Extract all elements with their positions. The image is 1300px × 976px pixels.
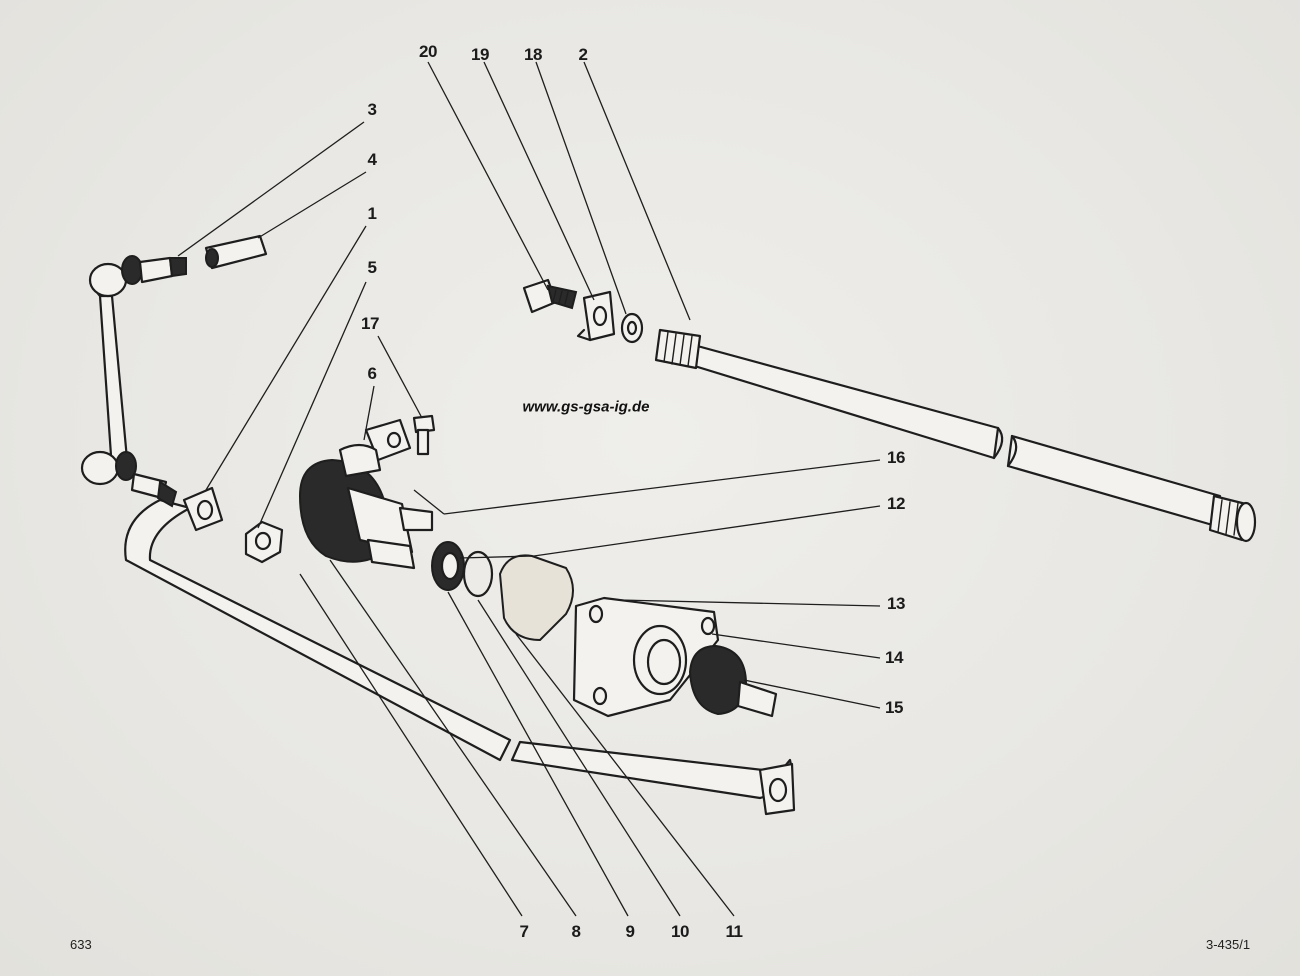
rubber-bushing-11 (498, 554, 574, 642)
callout-6: 6 (367, 364, 377, 383)
leader-lines (177, 61, 881, 917)
retaining-ring-10 (462, 550, 494, 598)
callout-5: 5 (367, 258, 377, 277)
callout-7: 7 (519, 922, 529, 941)
callout-3: 3 (367, 100, 377, 119)
callout-1: 1 (367, 204, 377, 223)
callout-14: 14 (885, 648, 903, 667)
callout-18: 18 (524, 45, 542, 64)
callout-13: 13 (887, 594, 905, 613)
stabiliser-bar (124, 498, 796, 816)
bearing-housing-6 (298, 418, 434, 570)
callout-16: 16 (887, 448, 905, 467)
callout-19: 19 (471, 45, 489, 64)
bolt-20 (522, 278, 578, 314)
watermark-url: www.gs-gsa-ig.de (522, 398, 650, 416)
figure-reference: 3-435/1 (1206, 937, 1251, 952)
callout-4: 4 (367, 150, 377, 169)
callout-12: 12 (887, 494, 905, 513)
callout-9: 9 (625, 922, 635, 941)
callout-10: 10 (671, 922, 689, 941)
callout-20: 20 (419, 42, 437, 61)
flange-housing-13-14 (572, 596, 720, 718)
callout-17: 17 (361, 314, 379, 333)
callout-15: 15 (885, 698, 903, 717)
callout-11: 11 (725, 922, 743, 941)
callout-2: 2 (578, 45, 588, 64)
spacer-sleeve-4 (204, 234, 268, 270)
clamp-plate-19 (576, 290, 616, 342)
page-number: 633 (70, 937, 92, 952)
callout-8: 8 (571, 922, 581, 941)
drop-link-arm (80, 255, 187, 508)
nut-5 (244, 520, 284, 564)
bolt-17 (412, 414, 436, 456)
torsion-shaft (654, 328, 1257, 543)
